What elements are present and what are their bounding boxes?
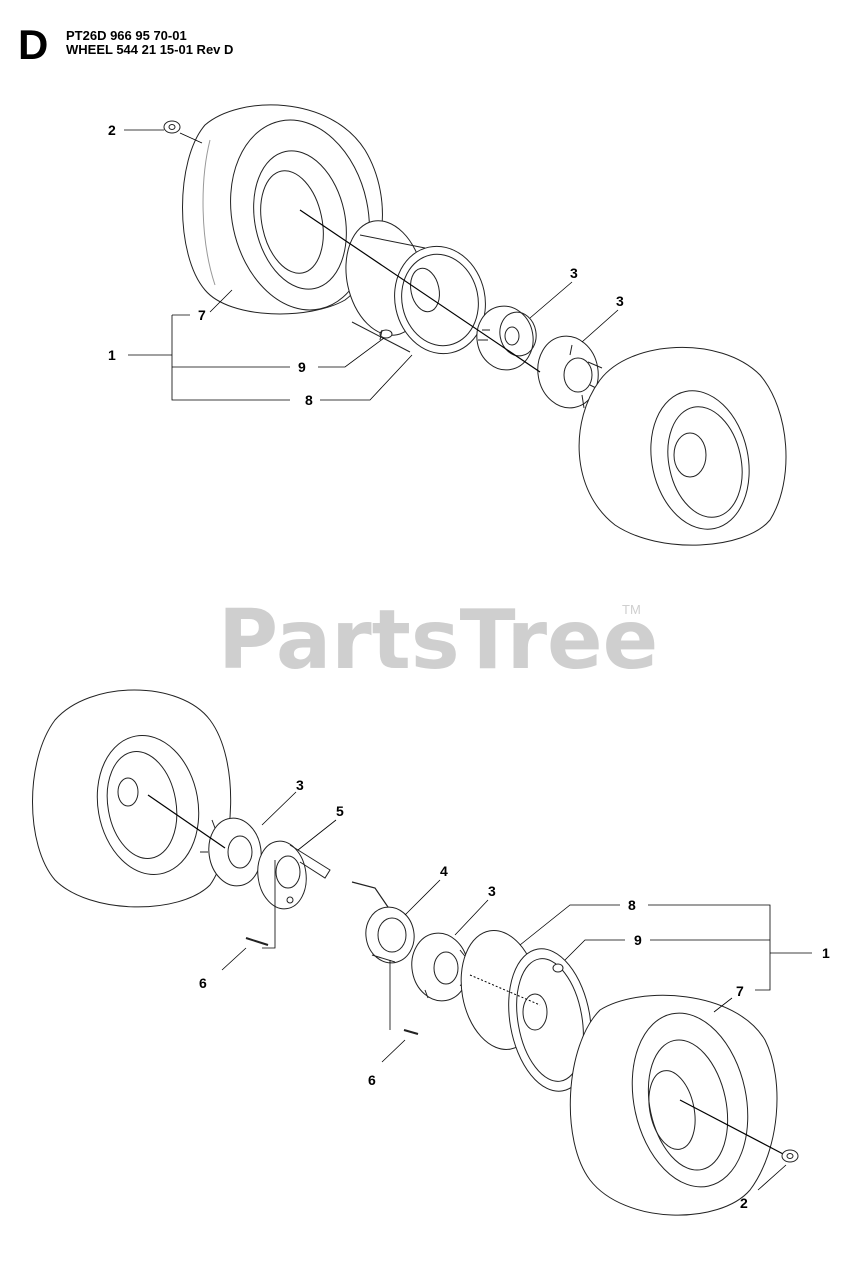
callout-bottom-8: 8 xyxy=(628,897,636,913)
top-leader-lines xyxy=(124,129,619,401)
callout-top-3b: 3 xyxy=(616,293,624,309)
bottom-assembly xyxy=(32,689,799,1216)
watermark-text: PartsTree xyxy=(218,593,658,688)
callout-bottom-4: 4 xyxy=(440,863,448,879)
brake-drum xyxy=(257,840,331,910)
callout-top-7: 7 xyxy=(198,307,206,323)
bottom-callouts: 3 5 4 3 6 6 8 9 1 7 2 xyxy=(199,777,830,1211)
rim-top xyxy=(345,220,486,355)
section-letter: D xyxy=(18,21,49,68)
assembly-title: WHEEL 544 21 15-01 Rev D xyxy=(66,42,234,57)
callout-bottom-7: 7 xyxy=(736,983,744,999)
brake-plate xyxy=(351,881,415,964)
watermark: PartsTree TM xyxy=(218,593,658,688)
hub-top-1 xyxy=(476,305,537,371)
hub-bottom-1 xyxy=(200,817,262,887)
tire-top-left xyxy=(182,104,383,315)
lug-nut-top xyxy=(163,120,181,134)
callout-bottom-6a: 6 xyxy=(199,975,207,991)
callout-top-2: 2 xyxy=(108,122,116,138)
callout-top-9: 9 xyxy=(298,359,306,375)
tire-bottom-right xyxy=(569,994,778,1216)
top-callouts: 2 7 1 9 8 3 3 xyxy=(108,122,624,408)
callout-top-1: 1 xyxy=(108,347,116,363)
bolt-left xyxy=(245,937,269,946)
callout-bottom-6b: 6 xyxy=(368,1072,376,1088)
callout-bottom-9: 9 xyxy=(634,932,642,948)
rim-bottom xyxy=(460,930,592,1092)
lug-nut-bottom xyxy=(781,1149,799,1163)
bottom-leader-lines xyxy=(221,791,812,1191)
callout-bottom-2: 2 xyxy=(740,1195,748,1211)
valve-stem-top xyxy=(379,329,393,341)
tire-bottom-left xyxy=(32,689,232,908)
watermark-trademark: TM xyxy=(622,602,641,617)
callout-bottom-3b: 3 xyxy=(488,883,496,899)
callout-top-8: 8 xyxy=(305,392,313,408)
model-number: PT26D 966 95 70-01 xyxy=(66,28,187,43)
diagram-header: D PT26D 966 95 70-01 WHEEL 544 21 15-01 … xyxy=(18,24,518,74)
top-assembly xyxy=(163,104,787,546)
callout-bottom-3a: 3 xyxy=(296,777,304,793)
bolt-right xyxy=(403,1029,419,1035)
callout-bottom-1: 1 xyxy=(822,945,830,961)
valve-stem-bottom xyxy=(552,963,564,973)
callout-bottom-5: 5 xyxy=(336,803,344,819)
callout-top-3a: 3 xyxy=(570,265,578,281)
tire-top-right xyxy=(578,346,787,546)
